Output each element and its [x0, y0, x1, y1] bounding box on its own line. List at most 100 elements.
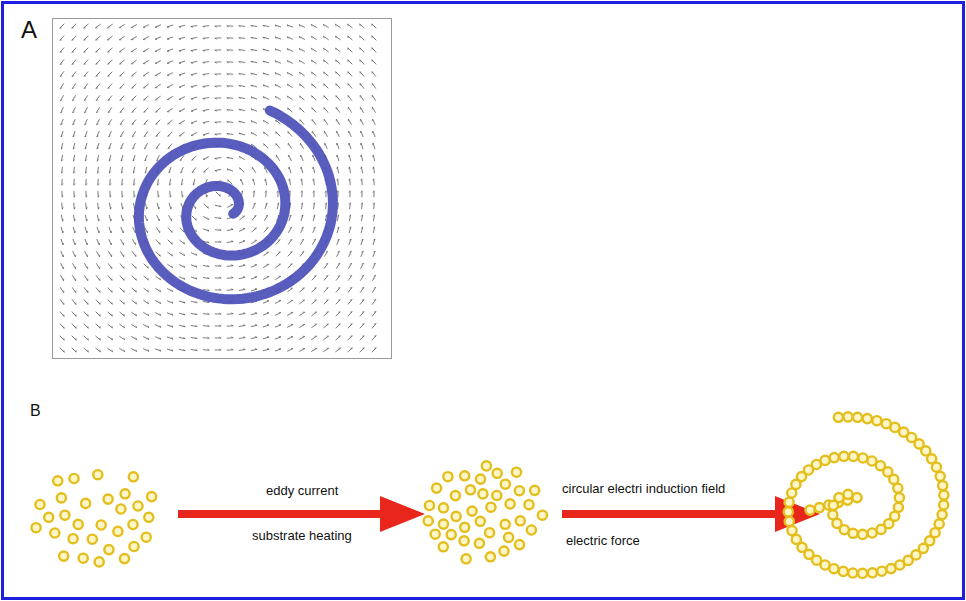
particle	[939, 491, 948, 500]
field-vector	[239, 121, 245, 123]
particle	[895, 493, 904, 502]
field-vector	[143, 324, 149, 327]
field-vector	[312, 288, 317, 292]
field-arrowhead	[324, 143, 326, 145]
field-arrowhead	[147, 278, 149, 280]
field-vector	[60, 312, 64, 317]
field-arrowhead	[324, 108, 325, 110]
field-arrowhead	[95, 27, 97, 28]
particle	[466, 485, 475, 494]
field-vector	[313, 167, 314, 173]
field-vector	[108, 60, 113, 64]
field-arrowhead	[311, 24, 312, 26]
field-arrowhead	[120, 63, 122, 64]
field-arrowhead	[220, 217, 222, 219]
field-vector	[144, 131, 148, 136]
field-vector	[120, 119, 124, 124]
particle	[113, 527, 122, 536]
field-vector	[167, 96, 173, 99]
field-arrowhead	[326, 275, 328, 277]
field-arrowhead	[191, 74, 193, 76]
field-vector	[251, 49, 257, 50]
field-vector	[215, 49, 221, 50]
field-arrowhead	[122, 219, 124, 221]
field-vector	[362, 167, 363, 173]
field-arrowhead	[145, 160, 147, 161]
particle	[524, 500, 533, 509]
field-vector	[324, 251, 327, 256]
field-arrowhead	[215, 110, 217, 111]
field-arrowhead	[275, 25, 276, 27]
field-arrowhead	[172, 349, 173, 351]
field-vector	[277, 191, 278, 197]
field-vector	[263, 97, 269, 100]
field-arrowhead	[132, 135, 134, 137]
particle	[69, 474, 78, 483]
field-arrowhead	[371, 24, 373, 26]
field-arrowhead	[255, 264, 257, 265]
field-arrowhead	[160, 302, 161, 304]
spiral-wire	[139, 110, 333, 299]
field-vector	[360, 60, 364, 65]
field-vector	[349, 131, 352, 137]
field-vector	[73, 119, 76, 125]
field-arrowhead	[168, 123, 170, 124]
field-arrowhead	[335, 24, 337, 26]
field-vector	[299, 48, 305, 51]
field-vector	[109, 215, 111, 221]
field-vector	[373, 251, 375, 257]
field-arrowhead	[73, 124, 75, 125]
field-arrowhead	[350, 263, 352, 264]
field-vector	[239, 85, 245, 86]
field-arrowhead	[299, 96, 301, 98]
field-arrowhead	[203, 98, 205, 100]
field-vector	[86, 167, 87, 173]
field-vector	[314, 203, 315, 209]
particle	[493, 469, 502, 478]
field-vector	[312, 300, 317, 304]
field-vector	[227, 325, 233, 326]
field-arrowhead	[338, 251, 340, 252]
field-vector	[167, 61, 173, 63]
field-arrowhead	[312, 131, 313, 133]
field-vector	[275, 264, 280, 268]
field-arrowhead	[120, 75, 122, 76]
particle	[439, 503, 448, 512]
field-arrowhead	[215, 170, 217, 172]
field-arrowhead	[107, 39, 109, 40]
field-vector	[239, 50, 245, 51]
field-arrowhead	[195, 207, 196, 209]
field-vector	[239, 265, 245, 267]
field-arrowhead	[287, 37, 288, 39]
field-arrowhead	[85, 148, 87, 149]
field-arrowhead	[374, 287, 376, 289]
field-vector	[312, 276, 316, 281]
field-vector	[361, 155, 362, 161]
field-arrowhead	[227, 62, 229, 63]
field-arrowhead	[134, 184, 135, 186]
field-arrowhead	[109, 172, 111, 174]
field-arrowhead	[96, 99, 98, 101]
field-vector	[264, 144, 269, 149]
particle	[104, 545, 113, 554]
field-arrowhead	[121, 148, 123, 149]
field-vector	[179, 313, 185, 315]
field-arrowhead	[277, 191, 278, 193]
field-arrowhead	[207, 206, 209, 208]
field-arrowhead	[144, 123, 146, 125]
particle	[44, 513, 53, 522]
particle	[785, 498, 794, 507]
field-vector	[336, 263, 340, 268]
field-arrowhead	[263, 85, 264, 87]
field-vector	[312, 131, 315, 136]
field-vector	[167, 349, 173, 351]
field-vector	[263, 349, 269, 351]
field-vector	[72, 287, 76, 292]
field-arrowhead	[251, 73, 252, 75]
field-arrowhead	[311, 108, 312, 110]
field-vector	[168, 132, 173, 136]
field-vector	[121, 143, 124, 149]
field-arrowhead	[191, 50, 193, 52]
field-arrowhead	[278, 239, 280, 241]
field-vector	[373, 107, 376, 113]
